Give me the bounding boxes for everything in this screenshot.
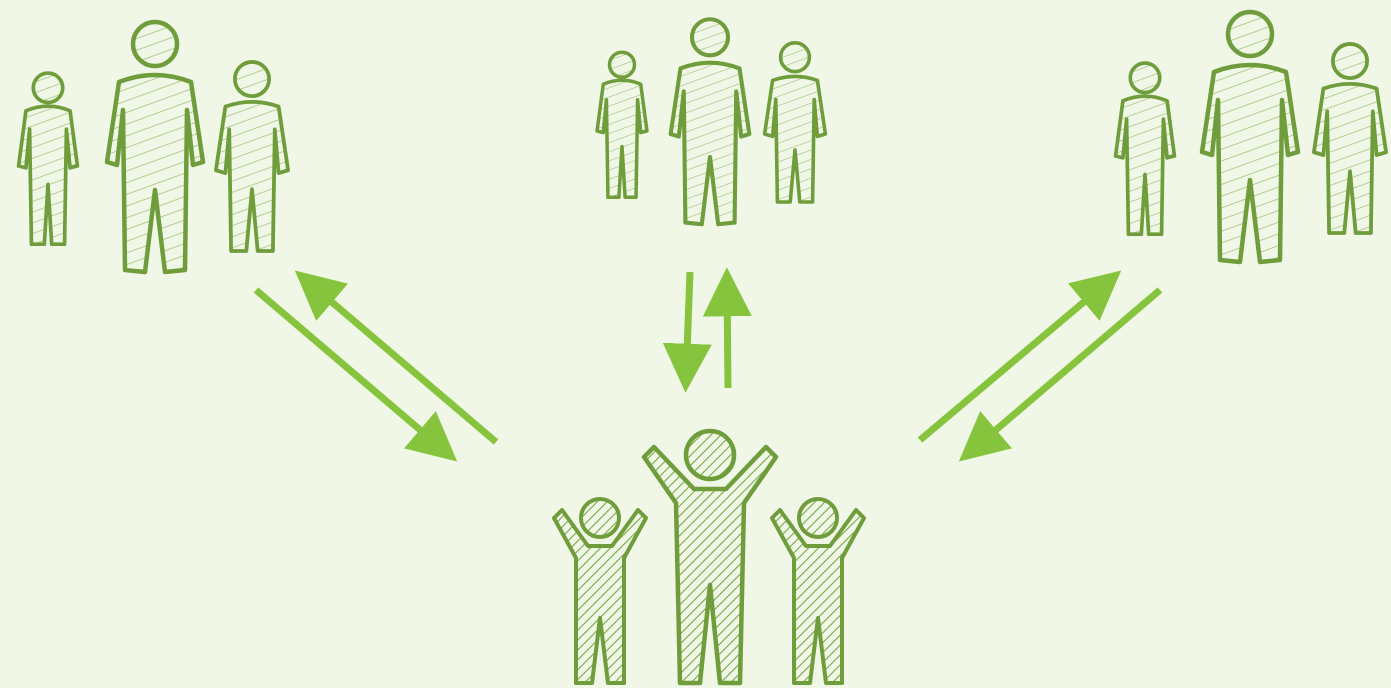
person-arms-raised-icon — [644, 431, 776, 683]
person-arms-raised-icon — [772, 499, 864, 683]
person-icon — [597, 52, 647, 197]
person-icon — [671, 19, 750, 224]
family-group-top-right — [1116, 12, 1387, 262]
arrow-center-up-icon — [727, 282, 728, 388]
person-icon — [1116, 63, 1175, 234]
family-group-top-center — [597, 19, 825, 224]
person-icon — [1314, 44, 1386, 233]
arrows — [256, 272, 1160, 452]
person-icon — [107, 22, 203, 272]
arrow-center-down-icon — [686, 272, 690, 378]
person-icon — [765, 43, 826, 202]
person-icon — [19, 73, 78, 244]
person-arms-raised-icon — [554, 499, 646, 683]
family-group-top-left — [19, 22, 289, 272]
person-icon — [216, 62, 288, 251]
family-group-bottom-center — [554, 431, 864, 683]
person-icon — [1202, 12, 1298, 262]
